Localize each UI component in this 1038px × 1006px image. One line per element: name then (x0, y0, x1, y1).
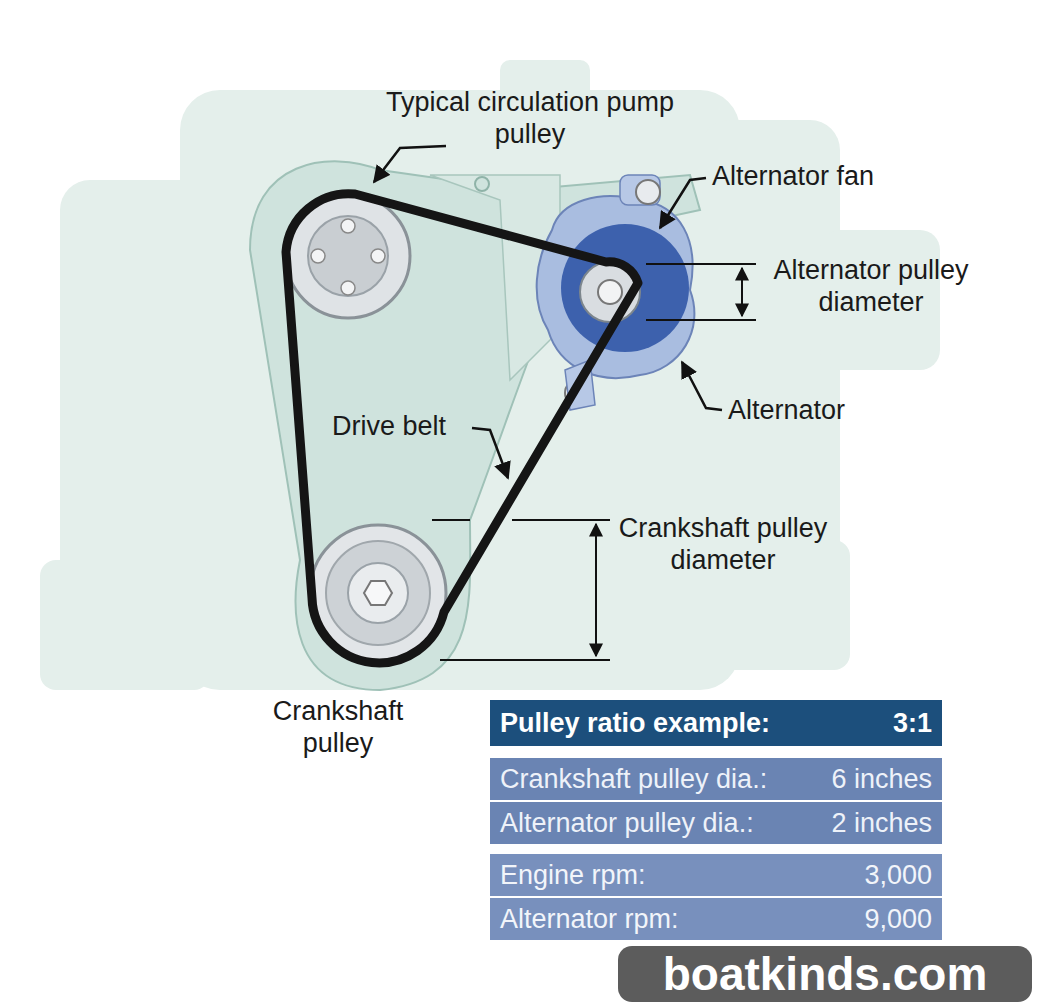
part-label: Alternator (728, 394, 928, 426)
dimension-lines (432, 264, 756, 660)
part-label: Typical circulation pump pulley (380, 86, 680, 151)
cell-label: Pulley ratio example: (500, 708, 770, 739)
part-label: Alternator pulley diameter (760, 254, 982, 319)
drive-belt (286, 194, 638, 663)
part-label: Crankshaft pulley (238, 695, 438, 760)
cell-label: boatkinds.com (663, 947, 988, 1001)
watermark: boatkinds.com (618, 946, 1032, 1002)
table-row: Crankshaft pulley dia.: 6 inches (490, 758, 942, 800)
table-row: Alternator pulley dia.: 2 inches (490, 802, 942, 844)
table-header: Pulley ratio example: 3:1 (490, 700, 942, 746)
cell-label: Alternator rpm: (500, 904, 679, 935)
cell-value: 6 inches (831, 764, 932, 795)
table-row: Alternator rpm: 9,000 (490, 898, 942, 940)
alternator-fan (561, 224, 689, 352)
part-label: Crankshaft pulley diameter (612, 512, 834, 577)
cell-value: 3,000 (864, 860, 932, 891)
part-label: Drive belt (332, 410, 472, 442)
cell-label: Alternator pulley dia.: (500, 808, 754, 839)
cell-value: 2 inches (831, 808, 932, 839)
cell-value: 9,000 (864, 904, 932, 935)
table-row: Engine rpm: 3,000 (490, 854, 942, 896)
engine-silhouette (40, 60, 940, 690)
engine-bracket (250, 161, 700, 690)
cell-label: Engine rpm: (500, 860, 646, 891)
part-label: Alternator fan (712, 160, 932, 192)
cell-value: 3:1 (893, 708, 932, 739)
cell-label: Crankshaft pulley dia.: (500, 764, 767, 795)
